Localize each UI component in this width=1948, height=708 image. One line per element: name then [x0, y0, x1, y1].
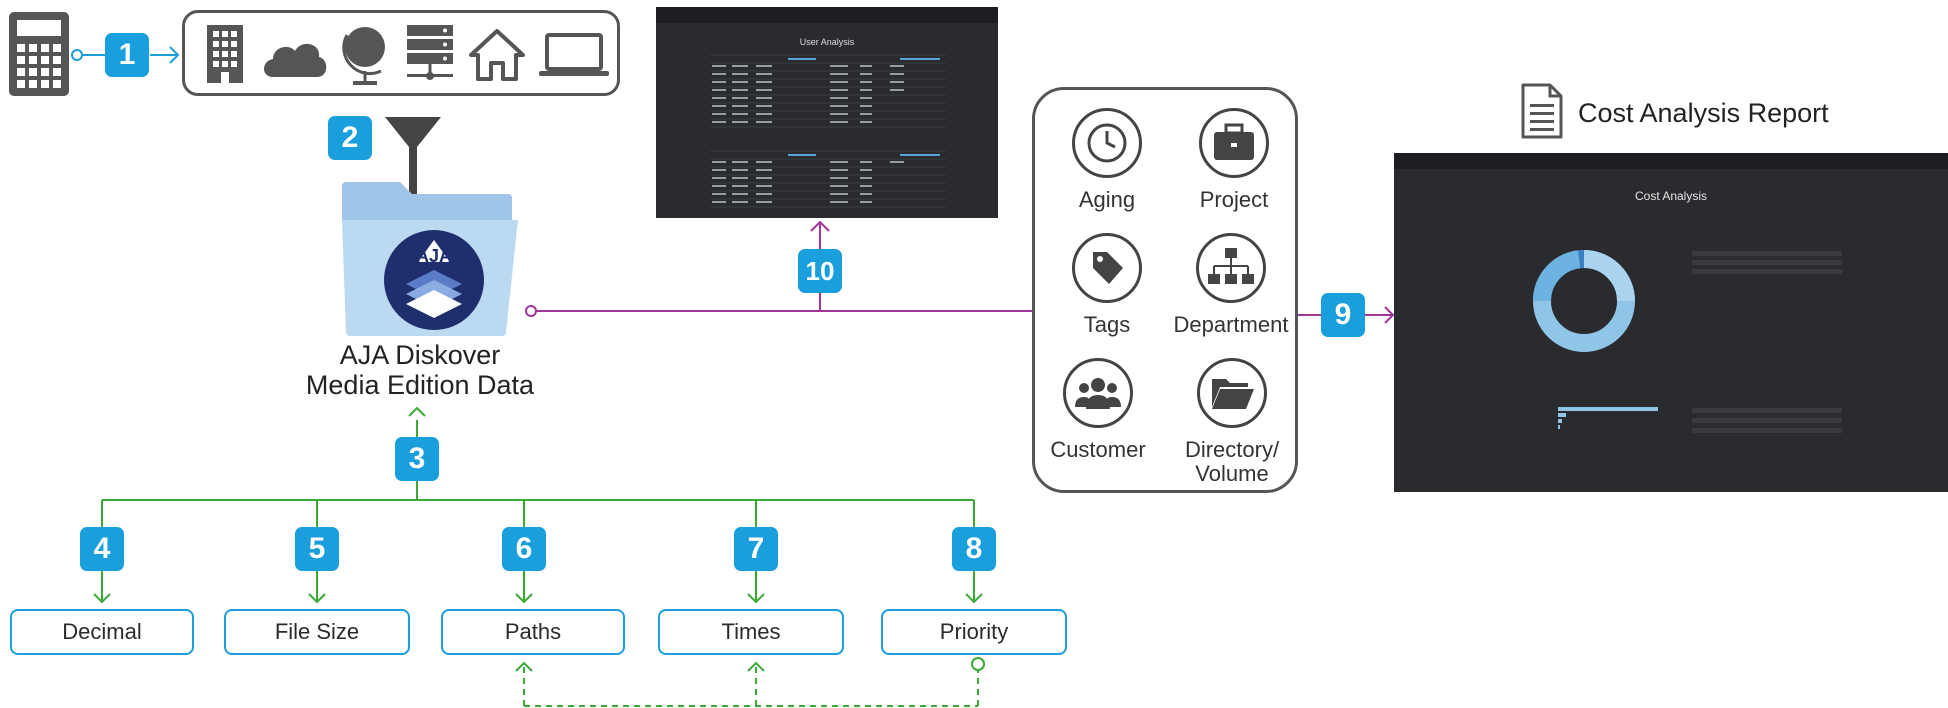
attribute-priority: Priority [881, 609, 1067, 655]
category-label-customer: Customer [1050, 437, 1146, 462]
home-icon [469, 29, 525, 81]
category-label-project: Project [1199, 187, 1269, 212]
funnel-icon [385, 117, 441, 195]
briefcase-icon [1199, 108, 1269, 178]
category-label-directory-volume: Directory/ Volume [1184, 437, 1280, 486]
category-department: Department [1161, 233, 1301, 337]
laptop-icon [539, 33, 609, 76]
cost-analysis-toolbar [1394, 153, 1948, 169]
document-icon [1521, 83, 1563, 139]
category-directory-volume: Directory/ Volume [1165, 358, 1299, 486]
categories-panel: Aging Project Tags Department Customer D… [1032, 87, 1298, 493]
user-analysis-toolbar [656, 7, 998, 23]
badge-5: 5 [295, 527, 339, 571]
attribute-decimal: Decimal [10, 609, 194, 655]
globe-icon [342, 27, 385, 85]
legend-row-1 [1692, 251, 1842, 256]
user-analysis-table [710, 54, 946, 208]
category-tags: Tags [1057, 233, 1157, 337]
category-project: Project [1176, 108, 1292, 212]
category-aging: Aging [1057, 108, 1157, 212]
cloud-icon [264, 43, 327, 77]
aja-logo-icon: AJA [384, 230, 484, 330]
badge-8: 8 [952, 527, 996, 571]
attribute-times: Times [658, 609, 844, 655]
folder-title-line1: AJA Diskover [339, 340, 501, 370]
building-icon [207, 25, 243, 83]
org-chart-icon [1196, 233, 1266, 303]
category-customer: Customer [1043, 358, 1153, 462]
badge-6: 6 [502, 527, 546, 571]
legend-row-6 [1692, 428, 1842, 433]
folder-open-icon [1197, 358, 1267, 428]
calculator-icon [9, 12, 69, 96]
category-label-department: Department [1173, 312, 1289, 337]
attribute-paths: Paths [441, 609, 625, 655]
badge-9: 9 [1321, 293, 1365, 337]
folder-title-line2: Media Edition Data [305, 370, 535, 400]
cost-donut-chart [1533, 250, 1635, 352]
tag-icon [1072, 233, 1142, 303]
cost-analysis-title: Cost Analysis [1634, 189, 1708, 203]
data-sources-box [182, 10, 620, 96]
cost-analysis-screenshot: Cost Analysis [1394, 153, 1948, 492]
badge-10: 10 [798, 249, 842, 293]
cost-bar-chart [1558, 407, 1658, 429]
folder-title: AJA Diskover Media Edition Data [270, 340, 570, 400]
badge-2: 2 [328, 116, 372, 160]
legend-row-2 [1692, 260, 1842, 265]
category-label-tags: Tags [1083, 312, 1131, 337]
legend-row-4 [1692, 408, 1842, 413]
badge-1: 1 [105, 33, 149, 77]
badge-7: 7 [734, 527, 778, 571]
user-analysis-screenshot: User Analysis [656, 7, 998, 218]
report-title: Cost Analysis Report [1578, 98, 1829, 128]
category-label-aging: Aging [1078, 187, 1136, 212]
attribute-file-size: File Size [224, 609, 410, 655]
badge-3: 3 [395, 437, 439, 481]
legend-row-3 [1692, 269, 1842, 274]
badge-4: 4 [80, 527, 124, 571]
users-icon [1063, 358, 1133, 428]
legend-row-5 [1692, 418, 1842, 423]
clock-icon [1072, 108, 1142, 178]
user-analysis-title: User Analysis [799, 37, 855, 47]
server-icon [407, 25, 453, 80]
svg-text:AJA: AJA [416, 246, 452, 266]
